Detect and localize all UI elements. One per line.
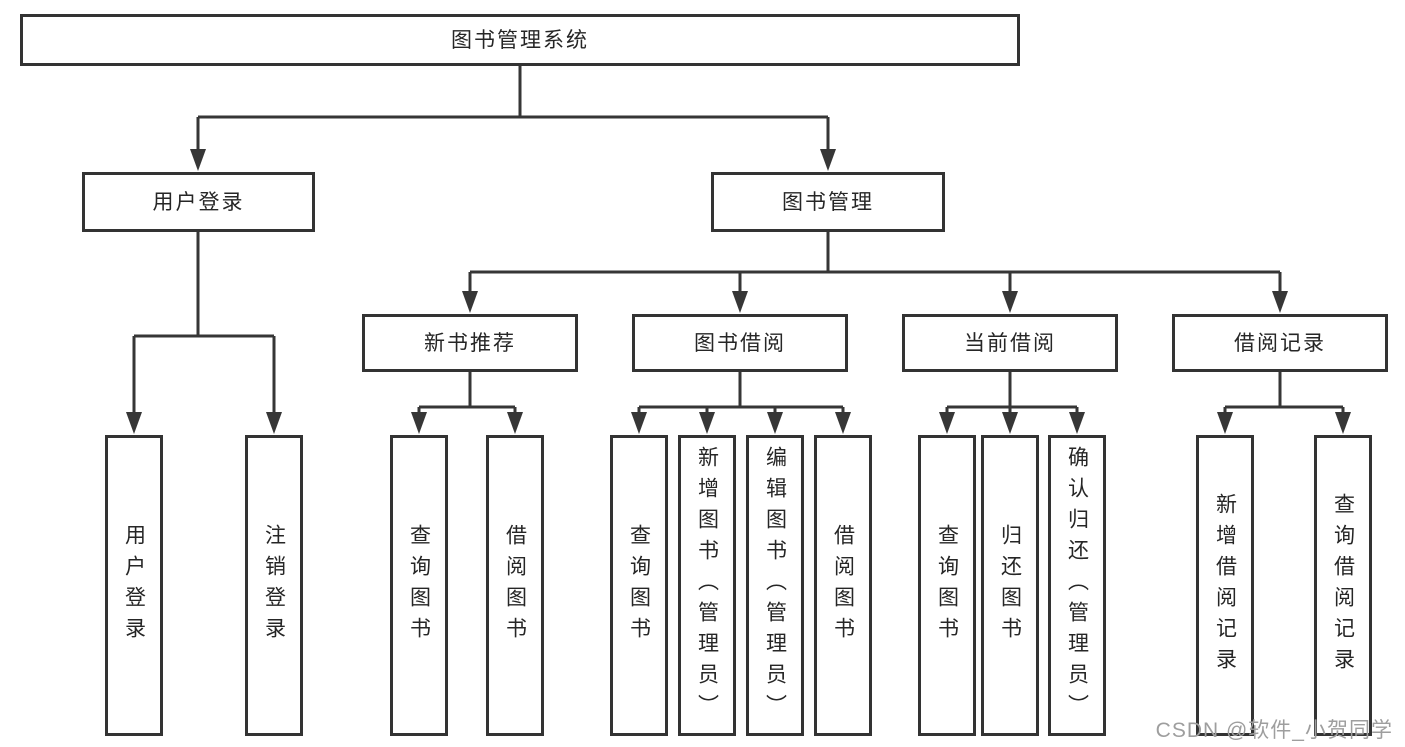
node-book-management: 图书管理	[711, 172, 945, 232]
leaf-user-login: 用户登录	[105, 435, 163, 736]
leaf-borrow-books: 借阅图书	[814, 435, 872, 736]
connector-borrow-branch	[637, 372, 845, 418]
connector-current-branch	[945, 372, 1079, 418]
arrowhead	[507, 412, 523, 434]
node-new-book-recommend: 新书推荐	[362, 314, 578, 372]
arrowhead	[1272, 291, 1288, 313]
arrowhead	[1217, 412, 1233, 434]
leaf-logout: 注销登录	[245, 435, 303, 736]
arrowhead	[631, 412, 647, 434]
arrowhead	[411, 412, 427, 434]
arrowhead	[820, 149, 836, 171]
arrowhead	[1002, 412, 1018, 434]
arrowhead	[1002, 291, 1018, 313]
arrowhead	[1335, 412, 1351, 434]
arrowhead	[732, 291, 748, 313]
connector-root-to-level2	[196, 66, 830, 152]
arrowhead	[190, 149, 206, 171]
leaf-query-books-borrow: 查询图书	[610, 435, 668, 736]
leaf-query-books-current: 查询图书	[918, 435, 976, 736]
arrowhead	[126, 412, 142, 434]
leaf-confirm-return-admin: 确认归还（管理员）	[1048, 435, 1106, 736]
leaf-query-borrow-record: 查询借阅记录	[1314, 435, 1372, 736]
arrowhead	[835, 412, 851, 434]
leaf-borrow-books-recommend: 借阅图书	[486, 435, 544, 736]
leaf-edit-books-admin: 编辑图书（管理员）	[746, 435, 804, 736]
connector-userlogin-branch	[132, 232, 276, 418]
connector-newbooks-branch	[417, 372, 517, 418]
leaf-add-borrow-record: 新增借阅记录	[1196, 435, 1254, 736]
arrowhead	[939, 412, 955, 434]
node-root-system: 图书管理系统	[20, 14, 1020, 66]
leaf-return-books: 归还图书	[981, 435, 1039, 736]
arrowhead	[266, 412, 282, 434]
arrowhead	[699, 412, 715, 434]
leaf-query-books-recommend: 查询图书	[390, 435, 448, 736]
leaf-add-books-admin: 新增图书（管理员）	[678, 435, 736, 736]
node-borrow-records: 借阅记录	[1172, 314, 1388, 372]
connector-bookmgmt-branch	[468, 232, 1282, 298]
csdn-watermark: CSDN @软件_小贺同学	[1155, 719, 1393, 742]
arrowhead	[462, 291, 478, 313]
node-user-login: 用户登录	[82, 172, 315, 232]
node-current-borrow: 当前借阅	[902, 314, 1118, 372]
connector-records-branch	[1223, 372, 1345, 418]
node-book-borrow: 图书借阅	[632, 314, 848, 372]
arrowhead	[767, 412, 783, 434]
arrowhead	[1069, 412, 1085, 434]
